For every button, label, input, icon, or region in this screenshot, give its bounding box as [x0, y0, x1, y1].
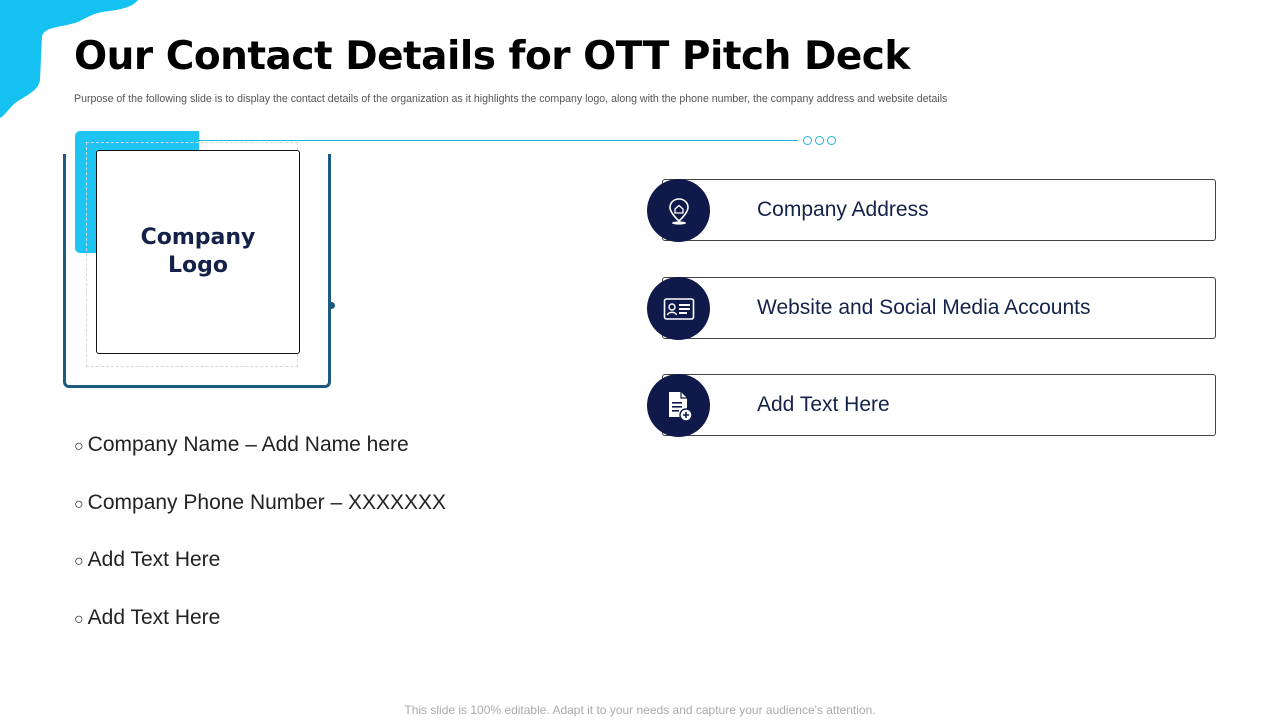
card-box [662, 277, 1216, 339]
divider-dot [803, 136, 812, 145]
card-add-text[interactable]: Add Text Here [647, 374, 1217, 437]
company-logo-text: Company Logo [128, 224, 268, 280]
footer-note: This slide is 100% editable. Adapt it to… [404, 703, 876, 717]
header-divider-dots [803, 136, 836, 145]
company-logo-frame: Company Logo [62, 130, 342, 392]
card-box [662, 179, 1216, 241]
logo-text-line-1: Company [140, 225, 256, 250]
detail-item-phone: ○Company Phone Number – XXXXXXX [74, 491, 446, 549]
circle-bullet-icon: ○ [74, 610, 84, 628]
card-label: Website and Social Media Accounts [757, 296, 1091, 319]
page-subtitle: Purpose of the following slide is to dis… [74, 93, 948, 105]
detail-text: Company Phone Number – XXXXXXX [87, 490, 447, 514]
detail-item-text-1: ○Add Text Here [74, 548, 446, 606]
location-pin-icon [647, 179, 710, 242]
detail-text: Company Name – Add Name here [87, 433, 409, 456]
corner-splash-decoration [0, 0, 138, 118]
detail-text: Add Text Here [87, 548, 221, 571]
divider-dot [815, 136, 824, 145]
header-divider-line [198, 140, 798, 141]
card-box [662, 374, 1216, 436]
contact-details-list: ○Company Name – Add Name here ○Company P… [74, 433, 446, 663]
circle-bullet-icon: ○ [74, 438, 84, 455]
page-title: Our Contact Details for OTT Pitch Deck [74, 34, 910, 79]
company-logo-placeholder[interactable]: Company Logo [96, 150, 300, 354]
bracket-end-dot [328, 302, 335, 309]
card-label: Company Address [757, 198, 929, 221]
card-company-address[interactable]: Company Address [647, 179, 1217, 242]
add-document-icon [647, 374, 710, 437]
id-card-icon [647, 277, 710, 340]
circle-bullet-icon: ○ [74, 495, 84, 513]
detail-item-text-2: ○Add Text Here [74, 606, 446, 664]
logo-bracket-decoration [63, 154, 331, 388]
card-website-social[interactable]: Website and Social Media Accounts [647, 277, 1217, 340]
logo-text-line-2: Logo [168, 253, 228, 278]
detail-item-company-name: ○Company Name – Add Name here [74, 433, 446, 491]
card-label: Add Text Here [757, 393, 890, 416]
circle-bullet-icon: ○ [74, 553, 84, 570]
detail-text: Add Text Here [87, 605, 221, 629]
divider-dot [827, 136, 836, 145]
